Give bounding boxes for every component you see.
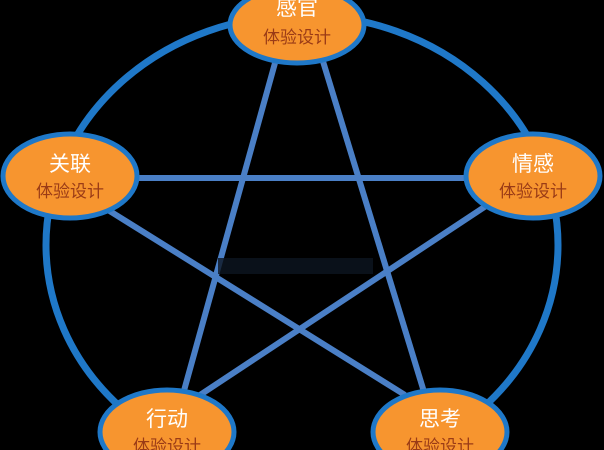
node-action[interactable]: 行动 体验设计 (97, 387, 237, 450)
node-sensory-shape (227, 0, 367, 66)
node-emotion-subtitle: 体验设计 (499, 182, 567, 202)
node-sensory-subtitle: 体验设计 (263, 28, 331, 48)
node-relation-title: 关联 (49, 152, 91, 176)
node-action-title: 行动 (146, 407, 188, 431)
node-emotion-shape (463, 131, 603, 221)
center-label-block (218, 258, 373, 274)
outer-ring (42, 11, 562, 450)
edge-relation-thinking (98, 202, 407, 398)
node-relation-subtitle: 体验设计 (36, 182, 104, 202)
node-relation-shape (0, 131, 140, 221)
node-thinking-title: 思考 (419, 407, 461, 431)
node-emotion[interactable]: 情感 体验设计 (463, 131, 603, 221)
node-thinking-shape (370, 387, 510, 450)
edge-emotion-action (198, 197, 497, 398)
edge-sensory-thinking (315, 44, 431, 406)
node-sensory[interactable]: 感官 体验设计 (227, 0, 367, 66)
star-connectors (98, 44, 497, 406)
node-thinking[interactable]: 思考 体验设计 (370, 387, 510, 450)
node-emotion-title: 情感 (512, 152, 554, 176)
edge-sensory-action (177, 44, 283, 406)
node-action-subtitle: 体验设计 (133, 437, 201, 450)
node-sensory-title: 感官 (276, 0, 318, 20)
node-action-shape (97, 387, 237, 450)
node-thinking-subtitle: 体验设计 (406, 437, 474, 450)
node-relation[interactable]: 关联 体验设计 (0, 131, 140, 221)
